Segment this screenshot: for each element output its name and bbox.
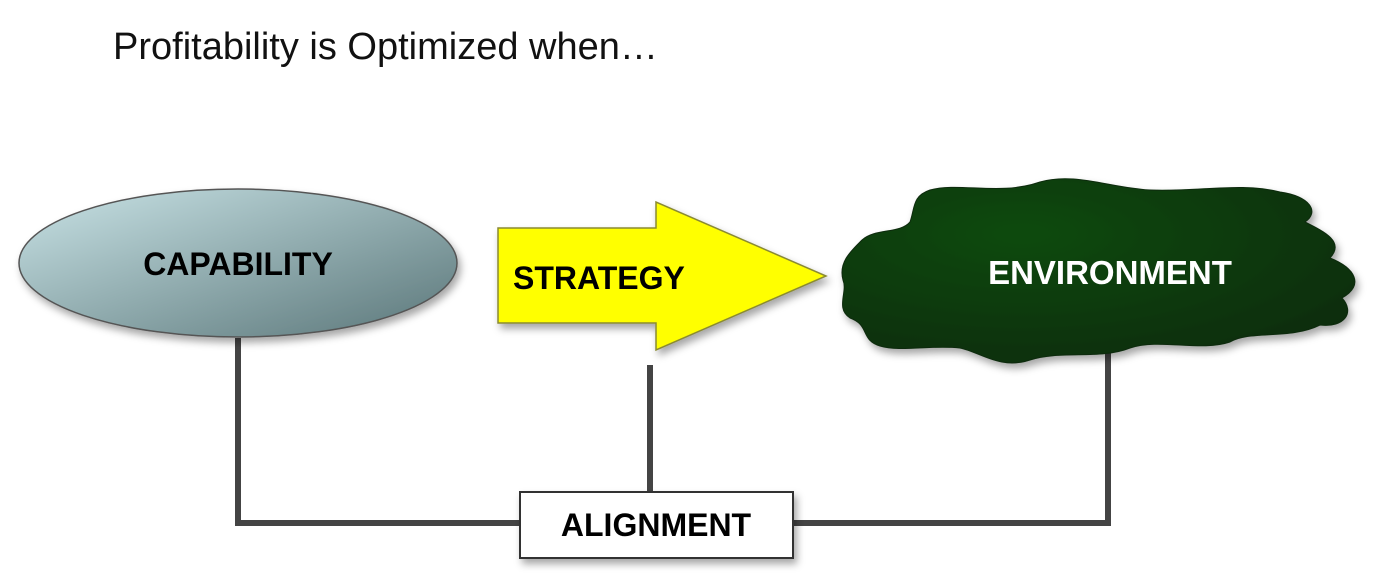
alignment-label: ALIGNMENT (561, 507, 752, 543)
environment-node: ENVIRONMENT (841, 178, 1356, 364)
strategy-node: STRATEGY (497, 200, 828, 352)
strategy-label: STRATEGY (513, 260, 685, 296)
connector-lines (235, 338, 1111, 526)
capability-label: CAPABILITY (143, 246, 333, 282)
capability-alignment-connector (235, 338, 520, 526)
environment-alignment-connector (793, 350, 1111, 526)
environment-label: ENVIRONMENT (988, 254, 1232, 291)
alignment-node: ALIGNMENT (519, 491, 794, 559)
capability-node: CAPABILITY (18, 188, 458, 338)
page-title: Profitability is Optimized when… (113, 26, 658, 68)
